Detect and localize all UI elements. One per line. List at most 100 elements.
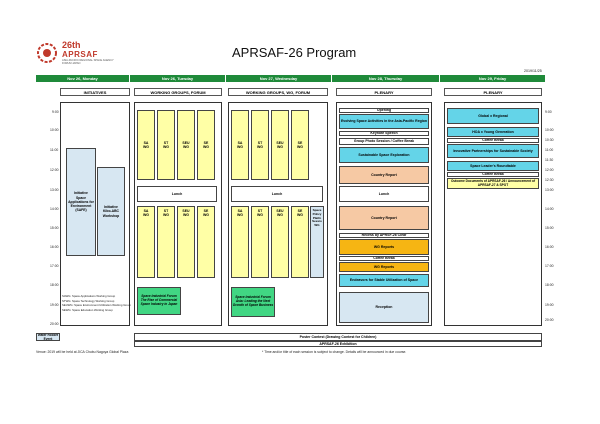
logo-name: APRSAF xyxy=(62,50,98,59)
session-lunch: Lunch xyxy=(137,186,217,202)
time-label-right: 15:00 xyxy=(545,226,554,230)
time-label-right: 11:00 xyxy=(545,148,554,152)
session-coffee-break: Coffee Break xyxy=(447,172,539,177)
time-label-right: 10:00 xyxy=(545,128,554,132)
aprsaf-exhibition[interactable]: APRSAF-26 Exhibition xyxy=(134,341,542,347)
time-label-right: 18:00 xyxy=(545,283,554,287)
initiative-space-apps[interactable]: Initiative Space Applications for Enviro… xyxy=(66,148,96,256)
aprsaf-logo-icon xyxy=(37,43,57,63)
session-stable-utilization[interactable]: Endeavors for Stable Utilization of Spac… xyxy=(339,274,429,287)
session-space-industrial-forum[interactable]: Space Industrial Forum Asia: Leading the… xyxy=(231,287,275,317)
column-header-wg-wednesday: WORKING GROUPS, WG, FORUM xyxy=(228,88,328,96)
session-sa-wg[interactable]: SA WG xyxy=(137,206,155,278)
day-header-wednesday: Nov 27, Wednesday xyxy=(226,75,332,82)
session-recess: Recess by APRSF-26 Clear xyxy=(339,233,429,238)
time-label-right: 13:00 xyxy=(545,188,554,192)
session-outcome-documents[interactable]: Outcome Documents of APRSAF-26 / Announc… xyxy=(447,178,539,189)
logo-number: 26th xyxy=(62,40,81,50)
session-reception[interactable]: Reception xyxy=(339,292,429,323)
wg-abbreviation-notes: SAWG: Space Applications Working Group S… xyxy=(62,294,134,312)
thursday-frame xyxy=(336,102,432,326)
session-global-regional[interactable]: Global x Regional xyxy=(447,108,539,124)
time-label-left: 17:00 xyxy=(50,264,59,268)
time-label-left: 10:00 xyxy=(50,128,59,132)
session-innovative-partnerships[interactable]: Innovative Partnerships for Sustainable … xyxy=(447,144,539,158)
session-wg-reports[interactable]: WG Reports xyxy=(339,239,429,255)
session-coffee-break: Coffee Break xyxy=(339,256,429,261)
time-label-right: 17:00 xyxy=(545,264,554,268)
session-hoa-young[interactable]: HOA x Young Generation xyxy=(447,127,539,137)
logo-subtitle: ASIA-PACIFIC REGIONAL SPACE AGENCY FORUM… xyxy=(62,59,114,65)
session-se-wg[interactable]: SE WG xyxy=(197,206,215,278)
venue-note: Venue: 2019 will be held at JICA Chubu N… xyxy=(36,350,129,354)
session-seu-wg[interactable]: SEU WG xyxy=(271,206,289,278)
time-label-left: 18:00 xyxy=(50,283,59,287)
time-label-right: 20:00 xyxy=(545,318,554,322)
time-label-left: 11:00 xyxy=(50,148,59,152)
time-label-left: 20:00 xyxy=(50,322,59,326)
time-label-right: 14:00 xyxy=(545,207,554,211)
water-rocket-event[interactable]: Water Rocket Event xyxy=(36,333,60,341)
wg-note: STWG: Space Technology Working Group xyxy=(62,298,115,303)
session-space-policy-wg[interactable]: Space Policy Platfo Seesio WG xyxy=(310,206,324,278)
session-country-report[interactable]: Country Report xyxy=(339,206,429,230)
time-label-left: 12:00 xyxy=(50,168,59,172)
time-label-right: 12:00 xyxy=(545,168,554,172)
time-label-left: 9:00 xyxy=(52,110,59,114)
day-header-thursday: Nov 28, Thursday xyxy=(332,75,440,82)
session-wg-reports[interactable]: WG Reports xyxy=(339,262,429,272)
session-leaders-roundtable[interactable]: Space Leader's Roundtable xyxy=(447,161,539,171)
day-header-friday: Nov 29, Friday xyxy=(440,75,546,82)
session-seu-wg[interactable]: SEU WG xyxy=(177,206,195,278)
session-sa-wg[interactable]: SA WG xyxy=(137,110,155,180)
wg-note: SEUWG: Space Environment Utilization Wor… xyxy=(62,303,131,308)
time-label-right: 10:30 xyxy=(545,138,554,142)
session-seu-wg[interactable]: SEU WG xyxy=(177,110,195,180)
session-seu-wg[interactable]: SEU WG xyxy=(271,110,289,180)
session-se-wg[interactable]: SE WG xyxy=(197,110,215,180)
time-label-left: 15:00 xyxy=(50,226,59,230)
session-st-wg[interactable]: ST WG xyxy=(251,206,269,278)
session-country-report[interactable]: Country Report xyxy=(339,166,429,184)
session-sustainable-exploration[interactable]: Sustainable Space Exploration xyxy=(339,147,429,163)
session-keynote[interactable]: Keynote Speech xyxy=(339,131,429,136)
column-header-initiatives: INITIATIVES xyxy=(60,88,130,96)
session-sa-wg[interactable]: SA WG xyxy=(231,206,249,278)
wg-note: SAWG: Space Applications Working Group xyxy=(62,294,116,298)
session-st-wg[interactable]: ST WG xyxy=(157,110,175,180)
time-label-right: 9:00 xyxy=(545,110,552,114)
session-sa-wg[interactable]: SA WG xyxy=(231,110,249,180)
session-evolving-space[interactable]: Evolving Space Activities in the Asia-Pa… xyxy=(339,114,429,129)
initiative-kibo-abc[interactable]: Initiative Kibo-ABC Workshop xyxy=(97,167,125,256)
tuesday-frame xyxy=(134,102,222,326)
session-st-wg[interactable]: ST WG xyxy=(157,206,175,278)
time-label-right: 12:30 xyxy=(545,178,554,182)
session-group-photo: Group Photo Session / Coffee Break xyxy=(339,138,429,145)
session-se-wg[interactable]: SE WG xyxy=(291,110,309,180)
column-header-plenary-friday: PLENARY xyxy=(444,88,542,96)
time-label-right: 11:30 xyxy=(545,158,554,162)
schedule-disclaimer: * Time and/or title of each session is s… xyxy=(262,350,407,354)
time-label-left: 14:00 xyxy=(50,207,59,211)
poster-contest[interactable]: Poster Contest (Drawing Contest for Chil… xyxy=(134,333,542,341)
wg-note: SEWG: Space Education Working Group xyxy=(62,307,113,312)
session-opening[interactable]: Opening xyxy=(339,108,429,113)
time-label-left: 16:00 xyxy=(50,245,59,249)
time-label-right: 16:00 xyxy=(545,245,554,249)
session-space-industrial-forum[interactable]: Space Industrial Forum The Rise of Comme… xyxy=(137,287,181,315)
page-title: APRSAF-26 Program xyxy=(232,45,357,60)
column-header-wg-tuesday: WORKING GROUPS, FORUM xyxy=(134,88,222,96)
session-st-wg[interactable]: ST WG xyxy=(251,110,269,180)
session-lunch: Lunch xyxy=(339,186,429,202)
time-label-left: 19:00 xyxy=(50,303,59,307)
session-lunch: Lunch xyxy=(231,186,323,202)
date-stamp: 2019/11/25 xyxy=(524,69,542,73)
wednesday-frame xyxy=(228,102,328,326)
day-header-monday: Nov 26, Monday xyxy=(36,75,130,82)
day-header-tuesday: Nov 26, Tuesday xyxy=(130,75,226,82)
session-se-wg[interactable]: SE WG xyxy=(291,206,309,278)
friday-frame xyxy=(444,102,542,326)
time-label-left: 13:00 xyxy=(50,188,59,192)
column-header-plenary-thursday: PLENARY xyxy=(336,88,432,96)
monday-frame xyxy=(60,102,130,326)
